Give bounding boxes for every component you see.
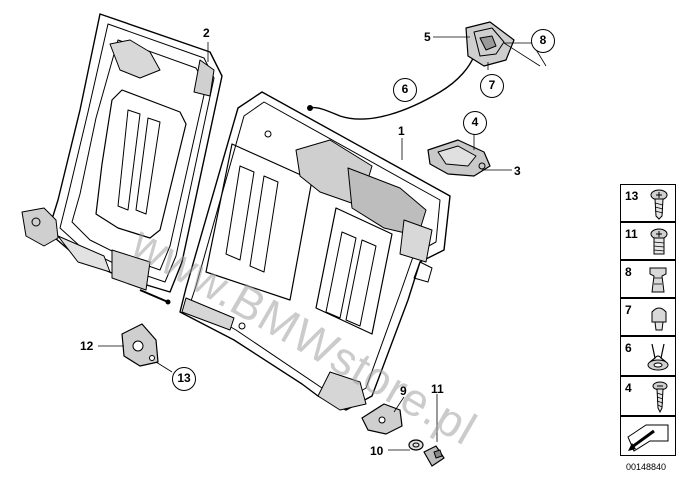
callout-3: 3 xyxy=(514,164,521,178)
legend-number: 7 xyxy=(625,303,632,317)
callout-12: 12 xyxy=(80,339,94,353)
legend-item-6: 6 xyxy=(620,336,676,376)
torx-screw-icon xyxy=(650,189,668,220)
callout-11: 11 xyxy=(431,382,444,396)
callout-2: 2 xyxy=(203,26,210,40)
callout-7: 7 xyxy=(480,74,504,98)
legend-item-8: 8 xyxy=(620,260,676,298)
diagram-id: 00148840 xyxy=(626,462,667,472)
clip-nut-icon xyxy=(649,267,667,293)
right-backrest-frame xyxy=(179,91,451,411)
legend-number: 4 xyxy=(625,381,632,395)
legend-item-arrow xyxy=(620,416,676,456)
callout-5: 5 xyxy=(424,30,431,44)
screw-icon xyxy=(652,381,668,414)
left-backrest-frame xyxy=(21,13,223,305)
legend-number: 8 xyxy=(625,265,632,279)
bolt xyxy=(423,445,445,467)
legend-item-13: 13 xyxy=(620,184,676,222)
release-handle xyxy=(465,21,515,67)
legend-item-7: 7 xyxy=(620,298,676,336)
torx-bolt-icon xyxy=(650,228,668,255)
callout-1: 1 xyxy=(398,124,405,138)
bracket xyxy=(427,139,491,177)
washer xyxy=(408,439,424,451)
callout-4: 4 xyxy=(463,111,487,135)
legend-number: 13 xyxy=(625,189,639,203)
callout-9: 9 xyxy=(400,384,407,398)
legend-item-11: 11 xyxy=(620,222,676,260)
callout-10: 10 xyxy=(370,444,384,458)
callout-13: 13 xyxy=(172,367,196,391)
spring-clip-icon xyxy=(647,343,669,371)
callout-6: 6 xyxy=(393,78,417,102)
legend-number: 6 xyxy=(625,341,632,355)
legend-item-4: 4 xyxy=(620,376,676,416)
callout-8: 8 xyxy=(531,29,555,53)
legend-number: 11 xyxy=(625,227,638,241)
bowden-cable xyxy=(309,55,475,120)
direction-arrow-icon xyxy=(627,424,669,452)
cap-icon xyxy=(651,307,667,331)
